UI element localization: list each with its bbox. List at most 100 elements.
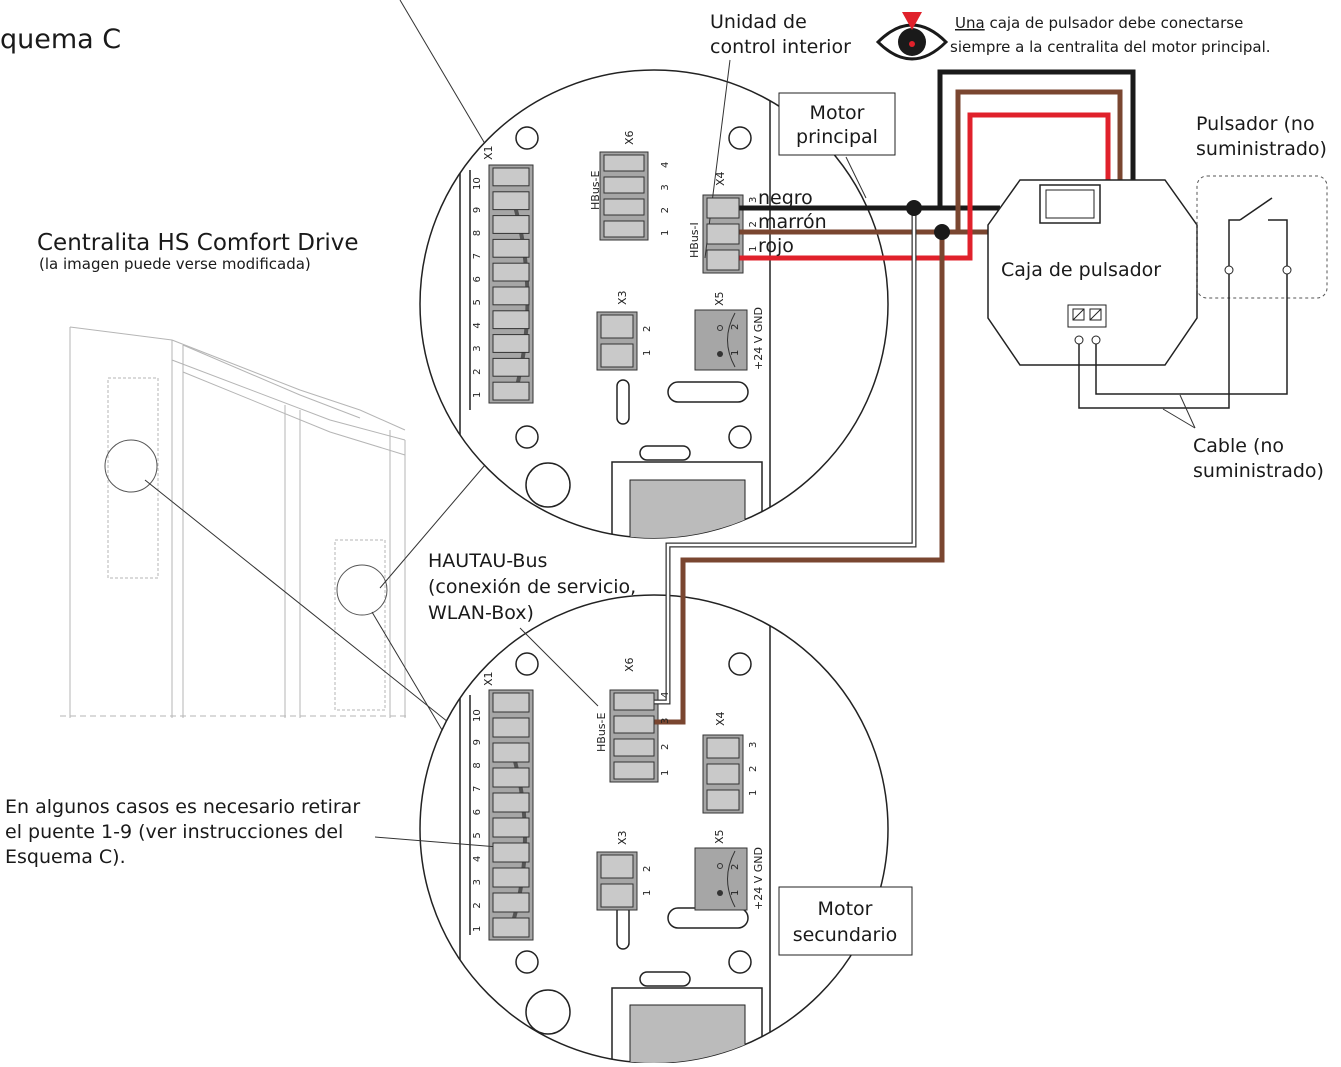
pushbutton-line2: suministrado) bbox=[1196, 138, 1327, 160]
secondary-x5-tag: X5 bbox=[713, 829, 726, 844]
secondary-x1-pin-number: 9 bbox=[472, 739, 483, 745]
main-x6-pin-number: 1 bbox=[660, 230, 671, 236]
secondary-board-magnifier: X1 X6 HBus-E X4 X3 X5 +24 V GND bbox=[419, 594, 889, 1064]
main-x4-terminal bbox=[706, 223, 740, 245]
main-x1-terminal bbox=[492, 310, 530, 330]
secondary-x6-pin-number: 2 bbox=[660, 744, 671, 750]
main-x1-pin-number: 10 bbox=[472, 177, 483, 190]
page-title: quema C bbox=[0, 24, 121, 55]
main-x5-pin-number: 2 bbox=[730, 324, 741, 330]
main-board-magnifier: X1 X6 HBus-E X4 HBus-I X3 X5 +24 V GND bbox=[419, 69, 889, 539]
secondary-x3-pin-number: 1 bbox=[642, 890, 653, 896]
main-x1-terminal bbox=[492, 334, 530, 353]
main-x3-pin-number: 2 bbox=[642, 326, 653, 332]
main-x1-terminal bbox=[492, 286, 530, 306]
hautau-line1: HAUTAU-Bus bbox=[428, 550, 547, 572]
main-x1-pin-number: 3 bbox=[472, 345, 483, 351]
secondary-x4-pin-number: 2 bbox=[748, 766, 759, 772]
switch-box-label: Caja de pulsador bbox=[1001, 259, 1161, 281]
main-x1-pin-number: 5 bbox=[472, 299, 483, 305]
secondary-x1-terminal bbox=[492, 817, 530, 838]
secondary-x3-tag: X3 bbox=[616, 830, 629, 845]
main-x5-tag: X5 bbox=[713, 291, 726, 306]
leader-line-top-magnifier bbox=[379, 464, 486, 589]
main-x1-terminal bbox=[492, 381, 530, 401]
warning-eye-icon bbox=[875, 12, 949, 61]
hautau-line2: (conexión de servicio, bbox=[428, 576, 636, 598]
secondary-x6-terminal bbox=[613, 761, 655, 780]
secondary-x1-pin-number: 2 bbox=[472, 902, 483, 908]
door-illustration bbox=[60, 326, 410, 718]
main-24v-tag: +24 V GND bbox=[752, 307, 765, 370]
secondary-x6-tag: X6 bbox=[623, 657, 636, 672]
motor-secondary-line1: Motor bbox=[818, 898, 873, 920]
main-x1-terminal bbox=[492, 238, 530, 258]
main-x6-tag: X6 bbox=[623, 130, 636, 145]
hautau-leader bbox=[519, 627, 599, 707]
secondary-x4-tag: X4 bbox=[714, 711, 727, 726]
main-x1-tag: X1 bbox=[482, 145, 495, 160]
leader-line-lower-magnifier bbox=[144, 479, 449, 723]
main-x6-pin-number: 4 bbox=[660, 162, 671, 168]
main-x4-tag: X4 bbox=[714, 171, 727, 186]
cable-line1: Cable (no bbox=[1193, 435, 1284, 457]
junction-dot-brown bbox=[934, 224, 950, 240]
secondary-x3-terminal bbox=[600, 854, 634, 879]
secondary-x4-terminal bbox=[706, 737, 740, 759]
warning-line2: siempre a la centralita del motor princi… bbox=[950, 38, 1271, 56]
wire-brown-to-secondary bbox=[640, 232, 945, 725]
secondary-x6-terminal bbox=[613, 738, 655, 757]
secondary-24v-tag: +24 V GND bbox=[752, 847, 765, 910]
pushbutton-line1: Pulsador (no bbox=[1196, 113, 1315, 135]
main-x1-pin-number: 1 bbox=[472, 392, 483, 398]
wire-white bbox=[640, 208, 916, 704]
warning-line1-rest: caja de pulsador debe conectarse bbox=[985, 14, 1244, 32]
main-x3-terminal bbox=[600, 343, 634, 368]
secondary-x6-terminal bbox=[613, 715, 655, 734]
secondary-x1-terminal bbox=[492, 692, 530, 713]
junction-dot-black bbox=[906, 200, 922, 216]
main-x5-pin-number: 1 bbox=[730, 350, 741, 356]
secondary-x3-terminal bbox=[600, 883, 634, 908]
drive-subtitle: (la imagen puede verse modificada) bbox=[39, 255, 311, 273]
note-leader bbox=[374, 836, 511, 849]
motor-secondary-line2: secundario bbox=[793, 924, 898, 946]
main-x4-pin-number: 2 bbox=[748, 221, 759, 227]
secondary-x3-pin-number: 2 bbox=[642, 866, 653, 872]
motor-main-box bbox=[778, 92, 896, 156]
secondary-x5-pin-number: 1 bbox=[730, 890, 741, 896]
secondary-x1-pin-number: 4 bbox=[472, 856, 483, 862]
main-x1-pin-number: 7 bbox=[472, 253, 483, 259]
main-x4-terminal bbox=[706, 197, 740, 219]
wire-label-black: negro bbox=[758, 187, 813, 209]
main-x6-pin-number: 3 bbox=[660, 184, 671, 190]
secondary-x1-terminal bbox=[492, 742, 530, 763]
main-x1-pin-number: 6 bbox=[472, 276, 483, 282]
motor-main-line1: Motor bbox=[810, 102, 865, 124]
main-x6-terminal bbox=[603, 154, 645, 172]
indoor-unit-line1: Unidad de bbox=[710, 11, 807, 33]
cable-leader-1 bbox=[1162, 408, 1196, 429]
main-x1-pin-number: 9 bbox=[472, 207, 483, 213]
wire-label-brown: marrón bbox=[758, 211, 827, 233]
secondary-x1-terminal bbox=[492, 717, 530, 738]
secondary-x1-pin-number: 5 bbox=[472, 832, 483, 838]
secondary-x1-terminal bbox=[492, 867, 530, 888]
secondary-x1-terminal bbox=[492, 917, 530, 938]
main-x1-pin-number: 8 bbox=[472, 230, 483, 236]
secondary-x4-pin-number: 1 bbox=[748, 790, 759, 796]
secondary-x6-pin-number: 1 bbox=[660, 770, 671, 776]
main-x6-terminal bbox=[603, 176, 645, 194]
note-line1: En algunos casos es necesario retirar bbox=[5, 796, 360, 818]
motor-main-line2: principal bbox=[796, 126, 878, 148]
main-x1-terminal bbox=[492, 262, 530, 282]
secondary-x4-terminal bbox=[706, 789, 740, 811]
main-x1-pin-number: 4 bbox=[472, 322, 483, 328]
main-x1-pin-number: 2 bbox=[472, 369, 483, 375]
hautau-line3: WLAN-Box) bbox=[428, 602, 534, 624]
motor-main-leader bbox=[845, 156, 867, 199]
secondary-x1-pin-number: 1 bbox=[472, 926, 483, 932]
cable-leader-2 bbox=[1179, 394, 1196, 429]
leader-line-lower-magnifier-2 bbox=[371, 611, 449, 741]
